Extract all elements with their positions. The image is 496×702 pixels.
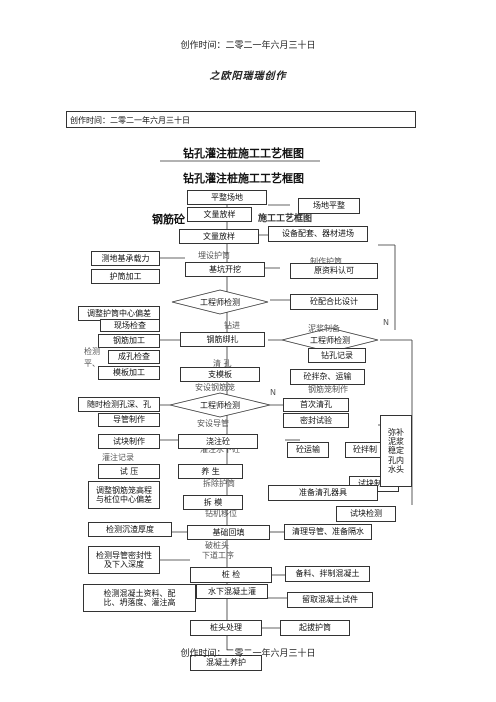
left-test-block: 试块制作 [98,434,160,449]
left-casing-fabrication: 护筒加工 [91,269,160,284]
left-conduit-fabrication: 导管制作 [98,413,160,427]
author-line: 之欧阳瑞瑞创作 [209,71,287,82]
left-hole-check: 成孔检查 [108,350,160,364]
check-engineer-3: 工程师检测 [310,335,350,345]
step-underwater-pour: 水下混凝土灌 [196,584,268,599]
left-flat: 平、 [84,359,100,368]
left-bearing-capacity: 测地基承载力 [91,251,160,266]
right-material-approval: 原资料认可 [290,263,378,279]
right-seal-test: 密封试验 [283,413,349,428]
ghost-label-5: 安设导管 [197,419,229,428]
step-site-leveling: 平整场地 [187,190,267,205]
left-formwork-fabrication: 模板加工 [98,366,160,380]
right-prepare-concrete: 备料、拌制混凝土 [285,566,370,582]
step-pour-concrete: 浇注砼 [178,434,258,449]
right-pull-casing: 起拔护筒 [280,620,350,636]
step-backfill: 基础回填 [187,525,270,540]
right-concrete-batching: 砼拌制 [345,442,385,458]
step-rebar-binding: 钢筋绑扎 [180,332,265,347]
check-engineer-2: 工程师检测 [200,400,240,410]
ghost-label-3: 清 孔 [213,359,232,368]
right-test-block-check: 试块检测 [336,506,396,522]
left-rebar-processing: 钢筋加工 [98,334,160,348]
step-survey-2: 文量放样 [179,229,259,244]
ghost-label-1: 埋设护筒 [198,251,230,260]
step-formwork: 支模板 [180,367,260,382]
right-mix-design: 砼配合比设计 [290,294,378,310]
right-drilling-record: 钻孔记录 [308,348,366,363]
flag-no-2: N [270,388,276,397]
page-footer-time: 创作时间：二零二一年六月三十日 [180,649,316,659]
right-concrete-transport: 砼运输 [287,442,329,458]
right-side-note: 弥补 泥浆 稳定 孔内 水头 [380,415,412,487]
page-header-time: 创作时间：二零二一年六月三十日 [180,41,316,51]
step-pile-head: 桩头处理 [190,620,262,636]
ghost-label-9: 破桩头 [205,541,229,550]
time-box: 创作时间：二零二一年六月三十日 [66,111,416,128]
right-concrete-mixing-transport: 砼拌杂、运输 [290,369,365,385]
title-2: 钻孔灌注桩施工工艺框图 [183,172,304,185]
step-remove-formwork: 拆 模 [183,495,243,510]
title-3: 钢筋砼 [152,213,185,226]
check-engineer-1: 工程师检测 [200,297,240,307]
left-conduit-seal-check: 检测导管密封性 及下入深度 [88,546,160,574]
right-clean-conduit: 清理导管、准备隔水 [284,524,372,540]
ghost-label-7: 拆除护筒 [203,479,235,488]
right-cage-fabrication: 钢筋笼制作 [308,385,348,394]
ghost-label-4: 安设钢筋笼 [195,383,235,392]
step-survey-1: 文量放样 [187,207,252,222]
left-compression-test: 试 压 [98,464,160,479]
step-excavation: 基坑开挖 [185,262,265,277]
left-concrete-data-check: 检测混凝土资料、配 比、坍落度、灌注高 [83,584,196,612]
ghost-label-2: 钻进 [224,321,240,330]
left-site-inspection: 现场检查 [100,319,160,332]
title-3b: 施工工艺框图 [258,214,313,224]
right-first-cleaning: 首次清孔 [283,398,349,412]
left-pour-record: 灌注记录 [102,453,134,462]
ghost-label-10: 下道工序 [202,551,234,560]
step-pile-test: 桩 检 [190,567,272,583]
right-make-casing: 制作护筒 [310,257,342,266]
ghost-label-6: 灌注水下砼 [200,445,240,454]
left-depth-check: 随时检测孔深、孔 [78,397,160,412]
right-site-leveling: 场地平整 [298,198,360,214]
step-concrete-curing: 混凝土养护 [190,655,262,671]
right-equipment-entry: 设备配套、器材进场 [268,226,368,242]
left-detect: 检测 [84,347,100,356]
ghost-label-8: 钻机移位 [205,509,237,518]
right-mud-preparation: 泥浆制备 [308,324,340,333]
right-prepare-tools: 准备清孔器具 [268,485,378,501]
left-adjust-cage: 调整钢筋笼高程 与桩位中心偏差 [88,481,160,509]
title-1: 钻孔灌注桩施工工艺框图 [183,147,304,160]
right-keep-samples: 留取混凝土试件 [287,592,373,608]
step-curing: 养 生 [178,464,243,479]
flag-no-1: N [383,318,389,327]
left-sediment-check: 检测沉渣厚度 [88,522,172,537]
